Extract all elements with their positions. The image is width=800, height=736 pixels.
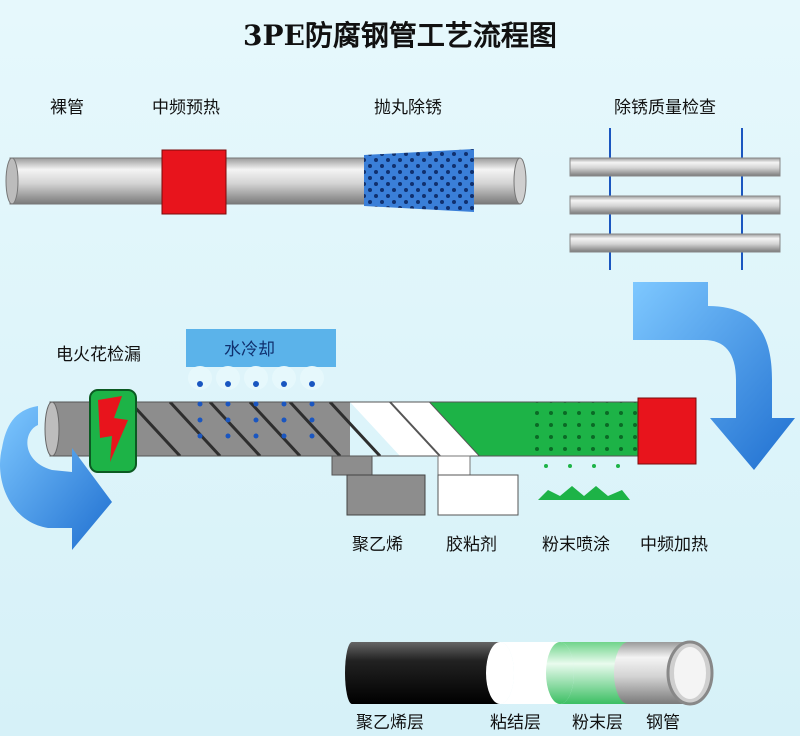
powder-spray-drops <box>544 464 620 468</box>
label-polyethylene: 聚乙烯 <box>352 535 403 555</box>
adhesive-box <box>437 474 519 516</box>
coating-pipe <box>44 389 641 473</box>
flow-arrow-right <box>633 282 795 470</box>
pe-feed-strip <box>331 455 373 476</box>
label-bare-pipe: 裸管 <box>50 98 84 118</box>
cooling-water-drops <box>197 401 315 439</box>
mid-freq-heater <box>637 397 697 465</box>
preheat-block <box>161 149 227 215</box>
label-shot-blast: 抛丸除锈 <box>374 98 442 118</box>
layered-pipe <box>345 640 714 706</box>
label-mid-freq-preheat: 中频预热 <box>152 98 220 118</box>
water-cooling-unit <box>186 329 336 390</box>
diagram-title: 3PE防腐钢管工艺流程图 <box>243 19 557 52</box>
label-adhesive-layer: 粘结层 <box>490 713 541 733</box>
label-spark-test: 电火花检漏 <box>56 345 141 365</box>
label-mid-freq-heat: 中频加热 <box>640 535 708 555</box>
polyethylene-box <box>346 474 426 516</box>
inspection-pipes <box>569 128 781 270</box>
shot-blast-block <box>364 149 474 212</box>
label-steel-pipe: 钢管 <box>646 713 680 733</box>
label-water-cool: 水冷却 <box>224 340 275 360</box>
label-adhesive: 胶粘剂 <box>446 535 497 555</box>
adhesive-feed-strip <box>437 455 471 476</box>
label-powder-layer: 粉末层 <box>572 713 623 733</box>
label-pe-layer: 聚乙烯层 <box>356 713 424 733</box>
flow-arrow-left <box>0 406 112 550</box>
powder-spray-nozzle <box>538 486 630 500</box>
label-powder-spray: 粉末喷涂 <box>542 535 610 555</box>
label-rust-check: 除锈质量检查 <box>614 98 716 118</box>
